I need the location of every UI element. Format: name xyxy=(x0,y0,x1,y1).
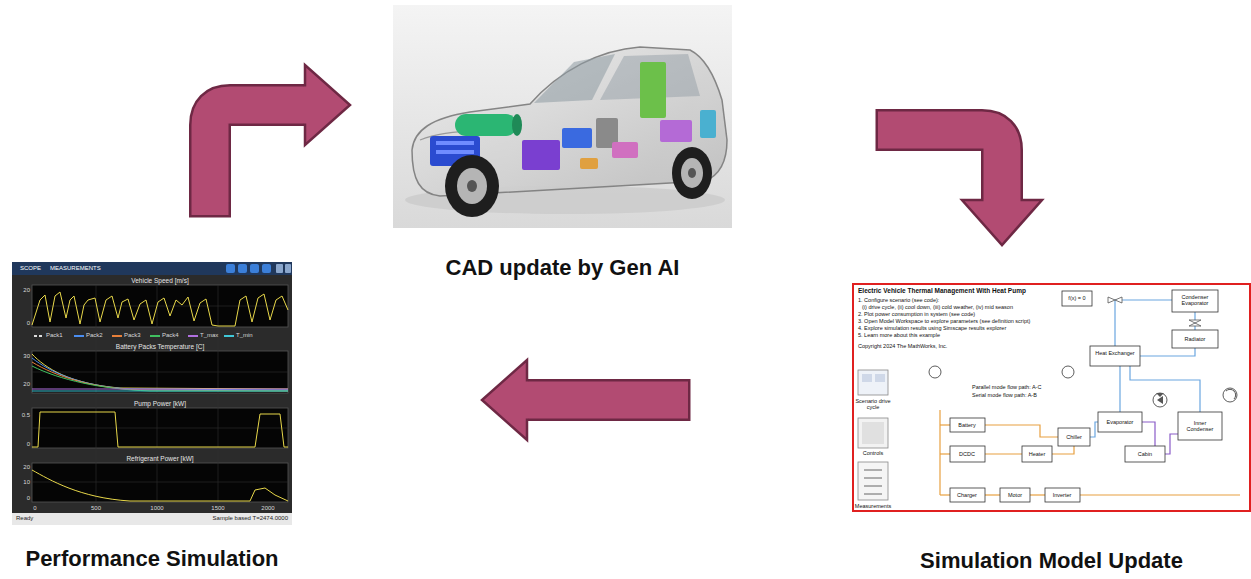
block-name: Battery xyxy=(958,422,975,428)
model-note: 3. Open Model Workspace to explore param… xyxy=(858,318,1030,324)
legend-entry: T_min xyxy=(236,332,253,339)
model-canvas xyxy=(853,284,1250,511)
model-note: (i) drive cycle, (ii) cool down, (iii) c… xyxy=(862,304,1013,310)
stage-label: CAD update by Gen AI xyxy=(393,255,732,280)
arrow-head-outline xyxy=(962,200,1042,245)
arrow-head xyxy=(482,360,528,440)
block-name: Inner Condenser xyxy=(1180,420,1220,432)
plot-title: Pump Power [kW] xyxy=(134,400,186,407)
stage-label: Simulation Model Update xyxy=(852,548,1251,573)
block-name: Condenser Evaporator xyxy=(1173,294,1217,306)
flow-arrow xyxy=(210,65,350,218)
model-note: Serial mode flow path: A-B xyxy=(972,392,1037,398)
model-note: Copyright 2024 The MathWorks, Inc. xyxy=(858,343,947,349)
axis-tick: 500 xyxy=(91,505,101,512)
legend-entry: Pack3 xyxy=(124,332,141,339)
block-name: Motor xyxy=(1008,492,1022,498)
flow-arrow xyxy=(876,130,1043,245)
model-note: 2. Plot power consumption in system (see… xyxy=(858,311,975,317)
block-name: Heat Exchanger xyxy=(1092,350,1138,356)
axis-tick: 0 xyxy=(27,320,30,327)
model-note: 5. Learn more about this example xyxy=(858,332,940,338)
axis-tick: 20 xyxy=(23,287,30,294)
legend-entry: Pack4 xyxy=(162,332,179,339)
axis-tick: 0 xyxy=(33,505,36,512)
flow-arrow xyxy=(482,360,691,440)
axis-tick: 0 xyxy=(27,441,30,448)
axis-tick: 2000 xyxy=(261,505,274,512)
arrow-outline xyxy=(210,105,305,218)
scope-window xyxy=(12,262,292,525)
block-name: Controls xyxy=(863,450,883,456)
arrow-body xyxy=(210,105,305,215)
arrow-outline xyxy=(876,130,1003,200)
axis-tick: 1500 xyxy=(211,505,224,512)
stage-label: Performance Simulation xyxy=(12,546,292,571)
model-title: Electric Vehicle Thermal Management With… xyxy=(858,287,1026,294)
arrow-body xyxy=(878,130,1002,200)
plot-title: Battery Packs Temperature [C] xyxy=(116,343,204,350)
block-name: Evaporator xyxy=(1107,419,1134,425)
plot-title: Vehicle Speed [m/s] xyxy=(131,277,188,284)
block-name: DCDC xyxy=(959,451,975,457)
block-name: Scenario drive cycle xyxy=(851,398,895,410)
axis-tick: 0.5 xyxy=(22,412,30,419)
axis-tick: 30 xyxy=(23,353,30,360)
block-name: Charger xyxy=(957,492,977,498)
legend-entry: T_max xyxy=(200,332,218,339)
block-name: f(x) = 0 xyxy=(1068,295,1085,301)
block-name: Inverter xyxy=(1053,492,1072,498)
arrow-outline xyxy=(527,379,691,421)
model-note: 4. Explore simulation results using Sims… xyxy=(858,325,1006,331)
axis-tick: 10 xyxy=(23,479,30,486)
stage-node: CAD update by Gen AI xyxy=(393,5,732,288)
arrow-head xyxy=(304,65,350,145)
arrow-head-outline xyxy=(482,360,527,440)
plot-title: Refrigerant Power [kW] xyxy=(126,455,193,462)
arrow-head-outline xyxy=(305,65,350,145)
stage-node: Performance Simulation xyxy=(12,262,292,574)
arrow-head xyxy=(962,199,1042,245)
toolbar-tab: MEASUREMENTS xyxy=(50,265,101,272)
model-note: 1. Configure scenario (see code): xyxy=(858,297,939,303)
axis-tick: 0 xyxy=(27,495,30,502)
axis-tick: 20 xyxy=(23,381,30,388)
block-name: Heater xyxy=(1029,451,1046,457)
arrow-body xyxy=(527,382,688,419)
axis-tick: 1000 xyxy=(150,505,163,512)
status-text: Sample based T=2474.0000 xyxy=(213,515,288,522)
car-image xyxy=(393,5,732,228)
block-name: Cabin xyxy=(1138,451,1152,457)
toolbar-tab: SCOPE xyxy=(20,265,41,272)
status-text: Ready xyxy=(16,515,33,522)
axis-tick: 20 xyxy=(23,464,30,471)
legend-entry: Pack2 xyxy=(86,332,103,339)
block-name: Chiller xyxy=(1066,434,1082,440)
block-name: Radiator xyxy=(1185,336,1206,342)
model-note: Parallel mode flow path: A-C xyxy=(972,384,1041,390)
legend-entry: Pack1 xyxy=(46,332,63,339)
block-name: Measurements xyxy=(855,503,891,509)
library-blocks xyxy=(858,370,888,500)
